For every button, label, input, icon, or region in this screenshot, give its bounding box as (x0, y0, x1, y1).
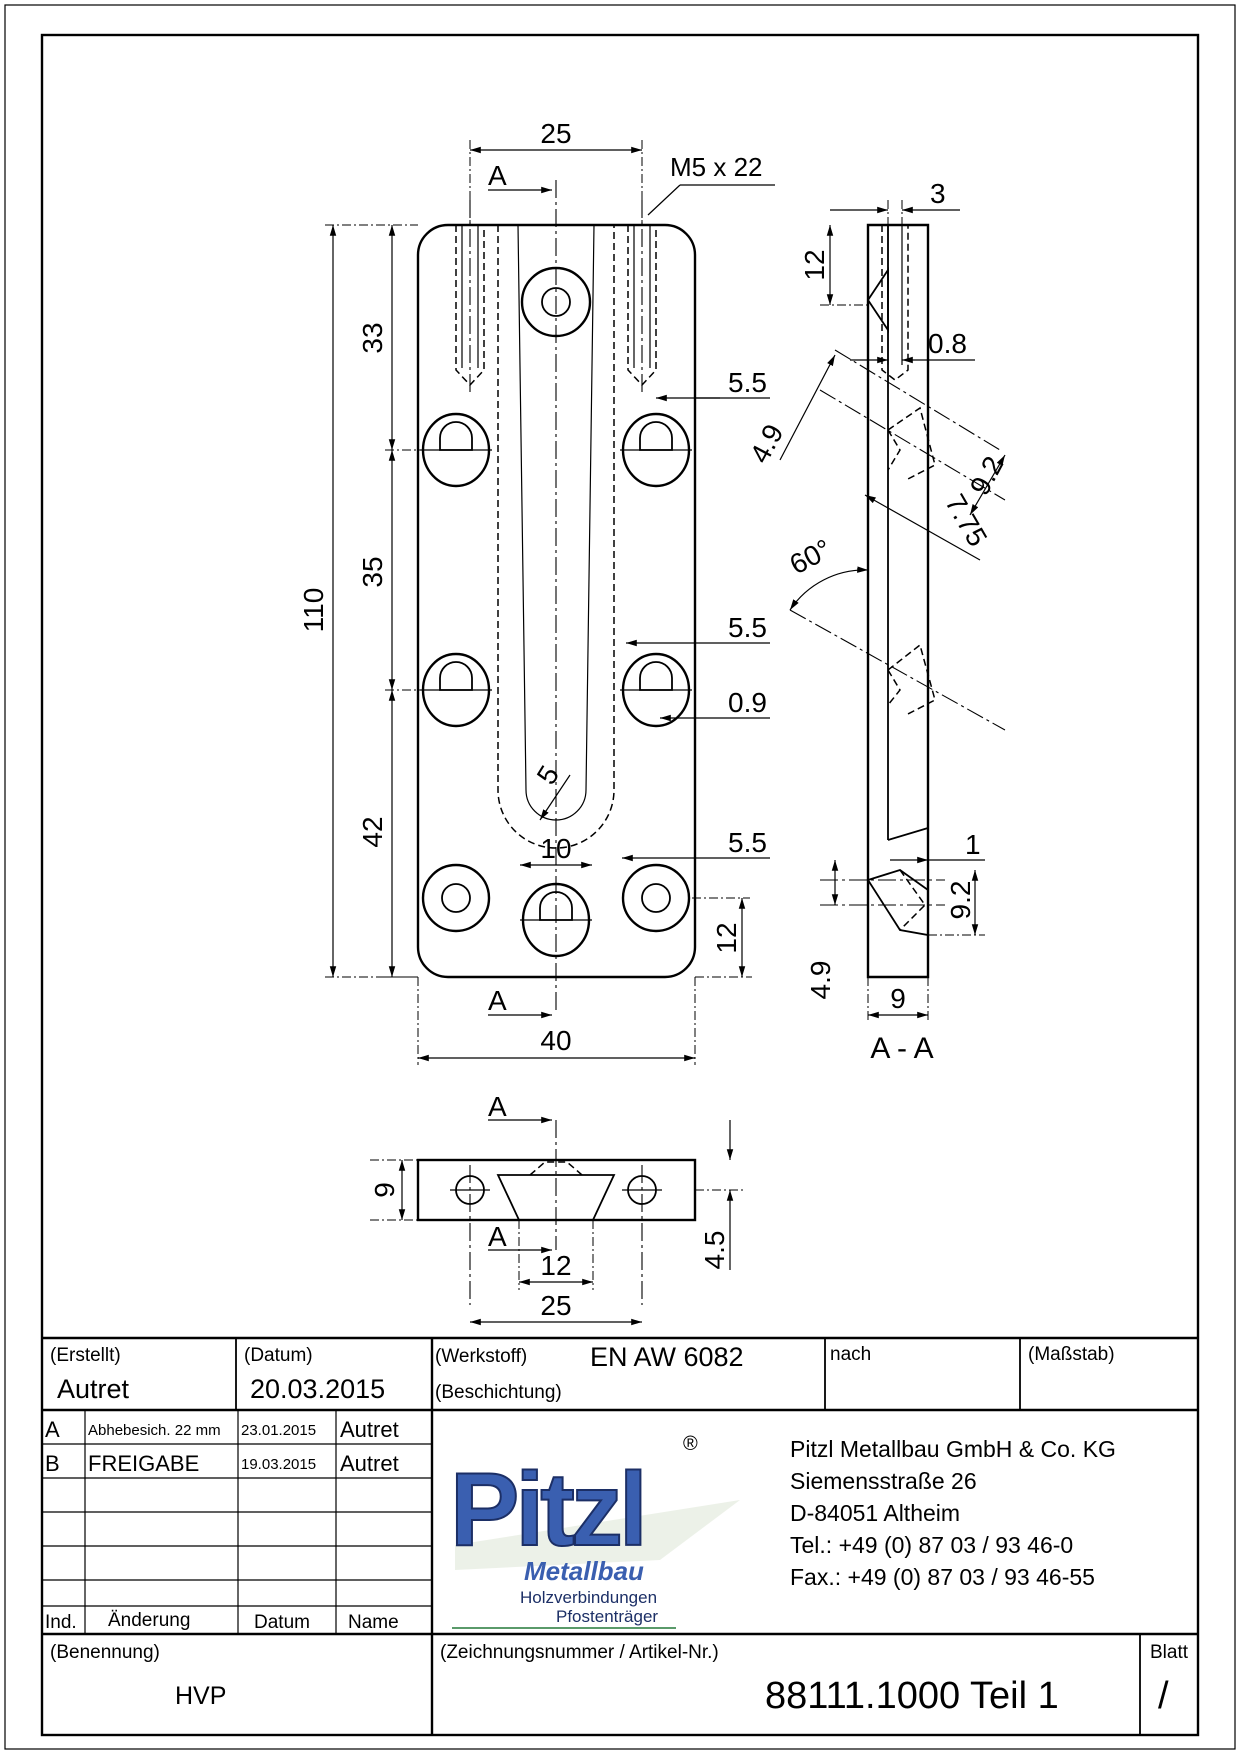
dim-section-92-bottom: 9.2 (945, 881, 976, 920)
dim-total-height: 110 (298, 588, 329, 633)
section-view: 3 12 0.8 4.9 9.2 7.75 60° 1 9.2 4.9 (744, 178, 1010, 1065)
coating-label: (Beschichtung) (435, 1382, 562, 1403)
dim-33: 33 (357, 322, 388, 353)
countersunk-hole-row2-right (620, 652, 692, 728)
drawing-frame (40, 33, 1200, 1737)
logo-registered: ® (683, 1433, 698, 1455)
section-outline (866, 223, 930, 979)
dim-section-12: 12 (799, 249, 830, 280)
bottom-hole-left (421, 863, 491, 933)
material-value: EN AW 6082 (590, 1342, 744, 1372)
bottom-hole-right (622, 1165, 662, 1305)
dim-section-thickness: 9 (890, 983, 906, 1014)
drawing-no-value: 88111.1000 Teil 1 (765, 1675, 1059, 1717)
rev-a-date: 23.01.2015 (241, 1422, 316, 1439)
front-view: 110 33 35 42 25 M5 x 22 A A 5.5 5.5 0.9 (298, 118, 775, 1065)
bottom-dim-45: 4.5 (699, 1231, 730, 1270)
rev-header-ind: Ind. (45, 1612, 77, 1633)
threaded-hole-right (627, 200, 657, 395)
nach-label: nach (830, 1344, 871, 1365)
tapered-slot (497, 225, 615, 849)
dim-section-08: 0.8 (928, 328, 967, 359)
bottom-hole-center (520, 882, 592, 958)
material-label: (Werkstoff) (435, 1346, 527, 1367)
dim-section-49-top: 4.9 (744, 419, 790, 468)
angled-hole-middle (789, 609, 1006, 731)
rev-a-change: Abhebesich. 22 mm (88, 1422, 221, 1439)
threaded-hole-left (455, 200, 485, 395)
sheet-value: / (1158, 1675, 1169, 1717)
dim-section-49-bottom: 4.9 (805, 961, 836, 1000)
scale-label: (Maßstab) (1028, 1344, 1115, 1365)
section-marker-bottom: A (488, 985, 507, 1016)
bottom-hole-right (621, 863, 691, 933)
rev-b-ind: B (45, 1451, 60, 1476)
section-marker-top: A (488, 160, 507, 191)
dim-width-40: 40 (540, 1025, 571, 1056)
date-value: 20.03.2015 (250, 1374, 385, 1404)
pitzl-logo: Pitzl ® Metallbau Holzverbindungen Pfost… (449, 1433, 740, 1629)
rev-b-change: FREIGABE (88, 1451, 199, 1476)
dim-section-angle: 60° (785, 533, 837, 580)
rev-header-name: Name (348, 1612, 399, 1633)
bottom-dim-9: 9 (369, 1182, 400, 1198)
rev-b-date: 19.03.2015 (241, 1456, 316, 1473)
rev-b-name: Autret (340, 1451, 399, 1476)
bottom-section-marker-top: A (488, 1091, 507, 1122)
section-title: A - A (870, 1032, 933, 1065)
date-label: (Datum) (244, 1345, 313, 1366)
bottom-view: A A 9 4.5 12 25 (369, 1091, 745, 1326)
logo-brand: Pitzl (450, 1452, 644, 1568)
dim-lower-55: 5.5 (728, 827, 767, 858)
dim-section-3: 3 (930, 178, 946, 209)
company-name: Pitzl Metallbau GmbH & Co. KG (790, 1436, 1116, 1462)
dim-middle-gap: 0.9 (728, 687, 767, 718)
thread-callout: M5 x 22 (670, 152, 763, 182)
company-tel: Tel.: +49 (0) 87 03 / 93 46-0 (790, 1532, 1073, 1558)
bottom-countersink (820, 869, 945, 937)
sheet-outer-border (4, 4, 1236, 1750)
logo-sub: Metallbau (524, 1556, 644, 1586)
top-center-hole (520, 266, 592, 338)
bottom-hole-left (450, 1165, 490, 1305)
rev-header-change: Änderung (108, 1610, 190, 1631)
rev-a-ind: A (45, 1417, 60, 1442)
created-label: (Erstellt) (50, 1345, 121, 1366)
dim-35: 35 (357, 556, 388, 587)
rev-a-name: Autret (340, 1417, 399, 1442)
sheet-label: Blatt (1150, 1642, 1189, 1663)
rev-header-date: Datum (254, 1612, 310, 1633)
dim-section-1: 1 (965, 829, 981, 860)
logo-tag1: Holzverbindungen (520, 1588, 657, 1607)
dim-slot-radius: 5 (531, 760, 566, 790)
dim-bottom-12: 12 (711, 922, 742, 953)
drawing-no-label: (Zeichnungsnummer / Artikel-Nr.) (440, 1642, 719, 1663)
logo-tag2: Pfostenträger (556, 1607, 658, 1626)
company-street: Siemensstraße 26 (790, 1468, 977, 1494)
company-fax: Fax.: +49 (0) 87 03 / 93 46-55 (790, 1564, 1095, 1590)
dim-42: 42 (357, 816, 388, 847)
dim-slot-width: 10 (540, 833, 571, 864)
countersunk-hole-row2-left (420, 652, 492, 728)
company-city: D-84051 Altheim (790, 1500, 960, 1526)
bottom-section-marker-bottom: A (488, 1221, 507, 1252)
designation-value: HVP (175, 1682, 226, 1710)
created-value: Autret (57, 1374, 130, 1404)
countersunk-hole-row1-left (420, 412, 492, 488)
countersunk-hole-row1-right (620, 412, 692, 488)
bottom-dim-25: 25 (540, 1290, 571, 1321)
dim-middle-55: 5.5 (728, 612, 767, 643)
designation-label: (Benennung) (50, 1642, 160, 1663)
bottom-dim-12: 12 (540, 1250, 571, 1281)
dim-upper-55: 5.5 (728, 367, 767, 398)
dim-top-25: 25 (540, 118, 571, 149)
title-block: (Erstellt) Autret (Datum) 20.03.2015 (We… (42, 1336, 1198, 1735)
